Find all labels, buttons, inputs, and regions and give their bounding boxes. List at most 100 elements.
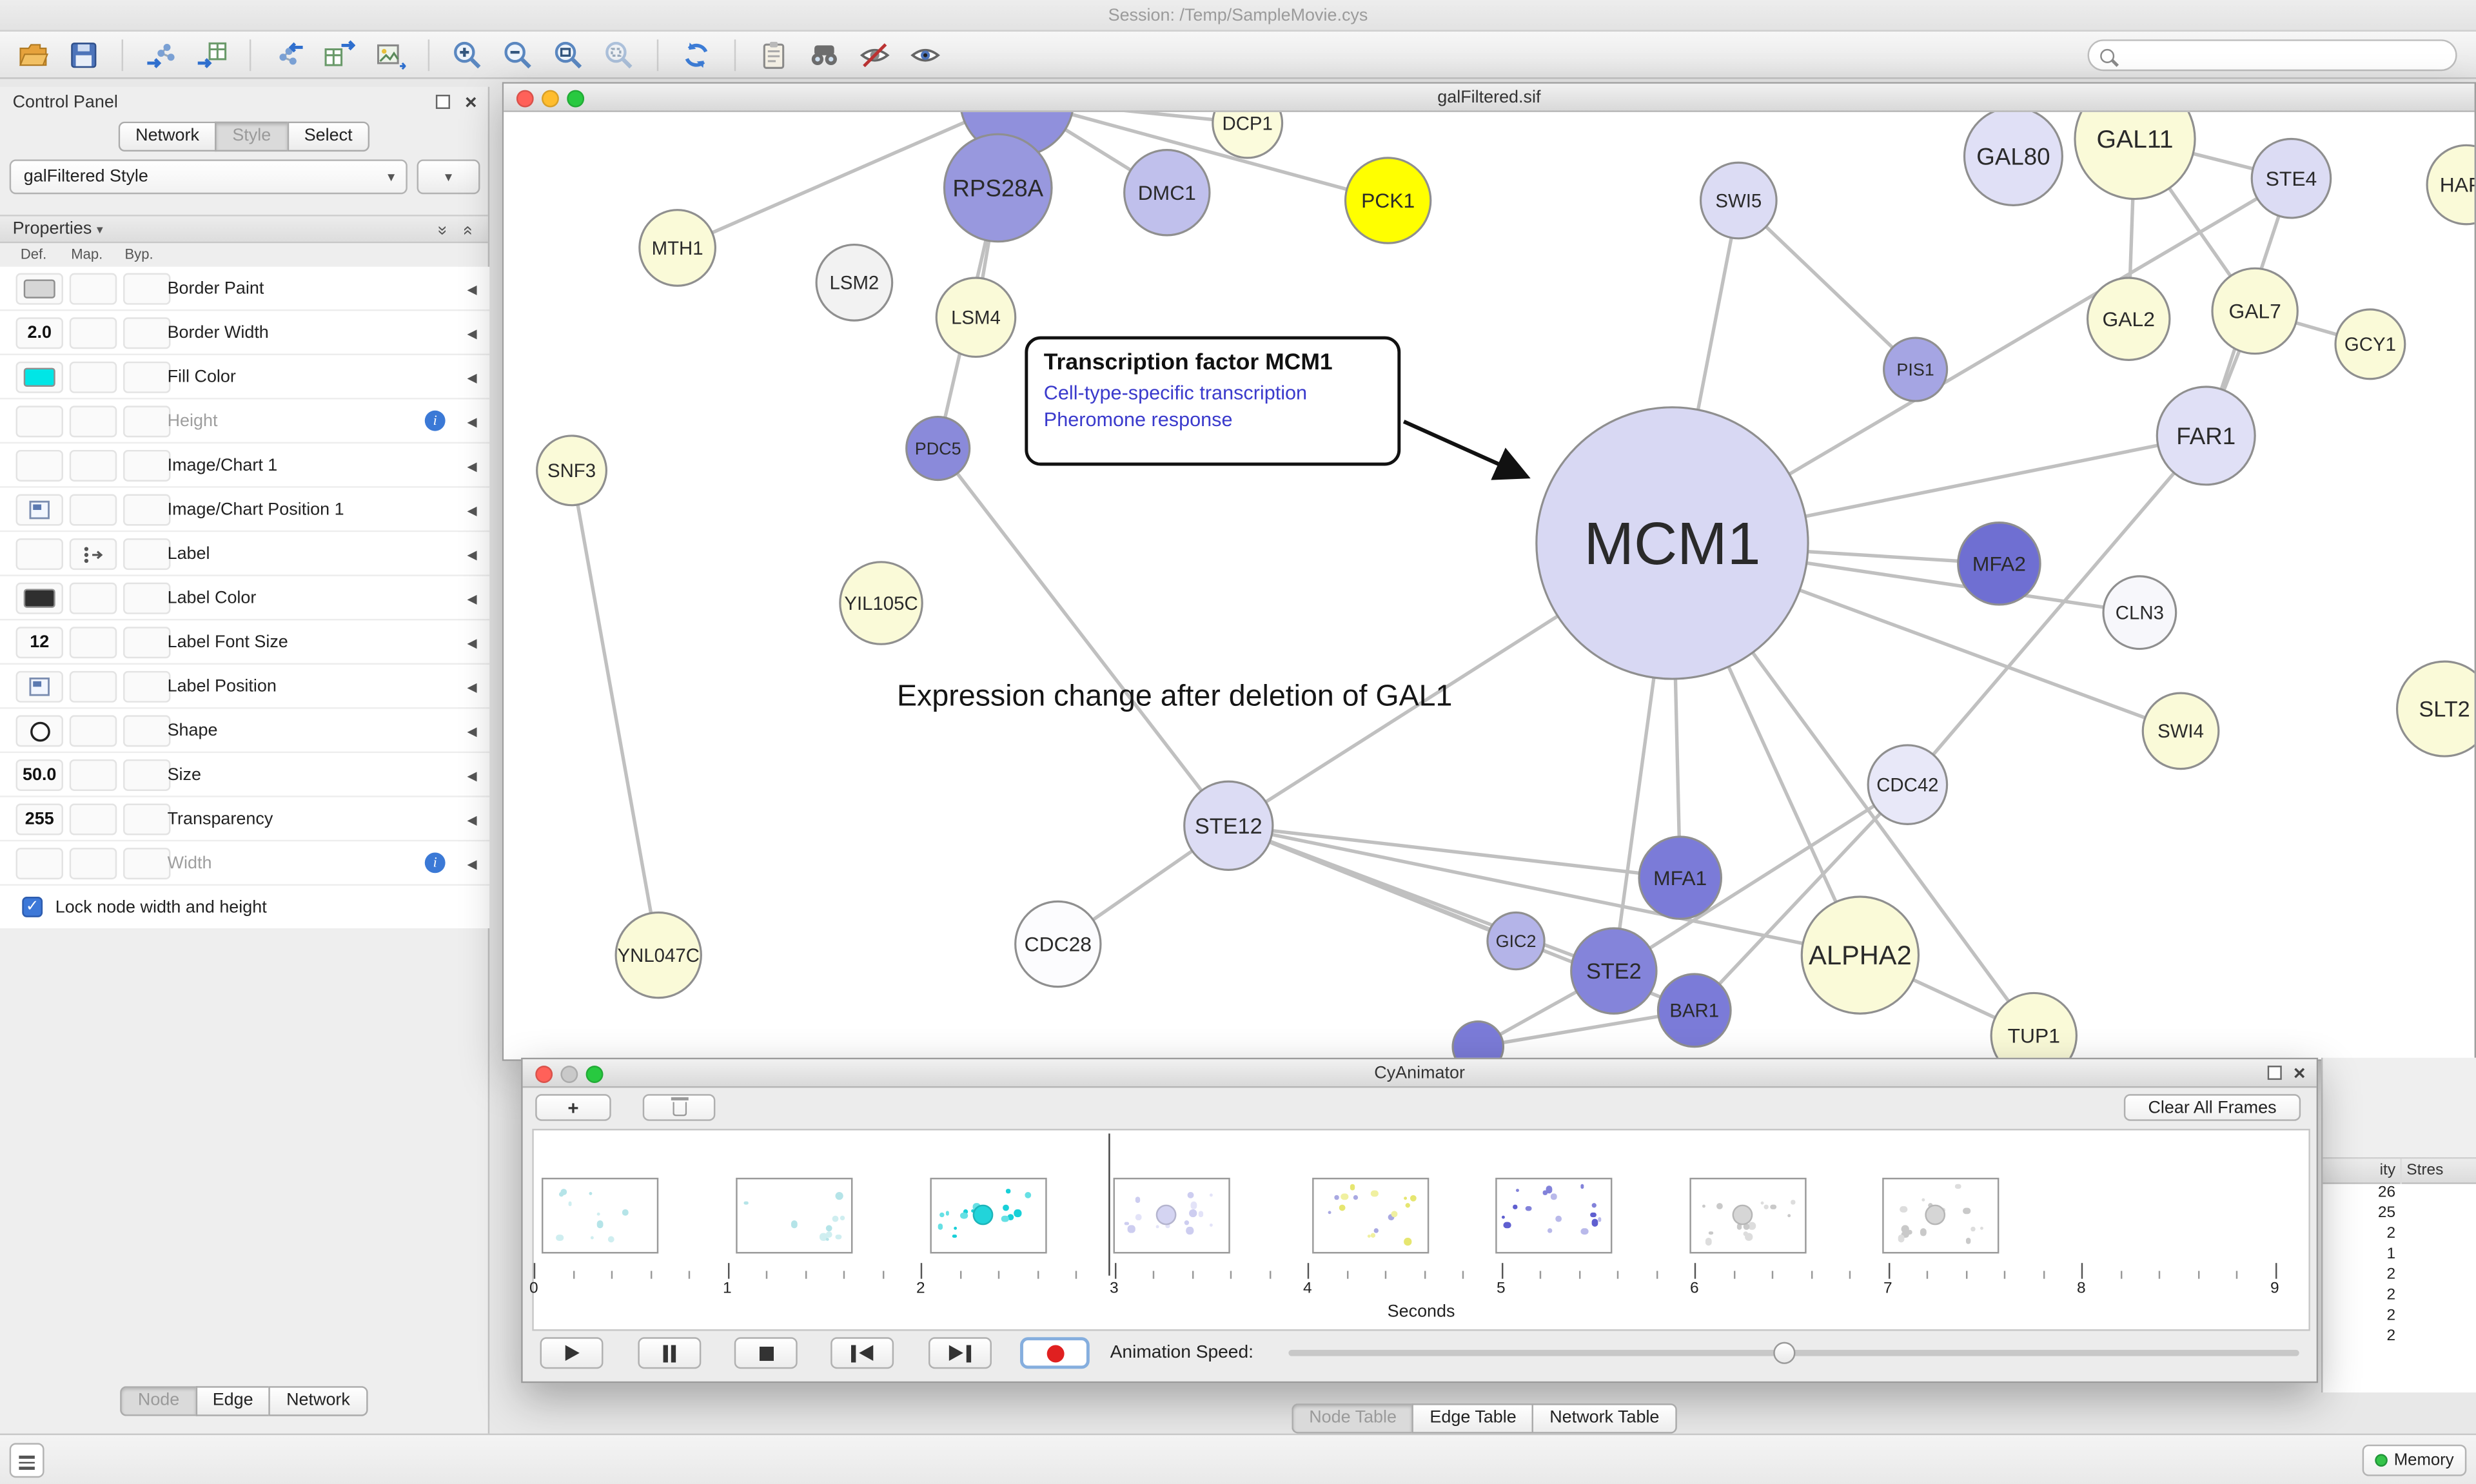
expand-row-icon[interactable]: ◀	[467, 680, 477, 695]
properties-header[interactable]: Properties ▾ » »	[0, 215, 488, 244]
node-CDC42[interactable]	[1867, 744, 1949, 825]
property-row-label[interactable]: Label◀	[0, 532, 490, 576]
table-column-header[interactable]: Stres	[2406, 1162, 2444, 1180]
expand-row-icon[interactable]: ◀	[467, 547, 477, 562]
property-def-cell[interactable]: 12	[15, 627, 63, 659]
tab-select[interactable]: Select	[286, 121, 370, 152]
frame-thumbnail-4[interactable]	[1312, 1177, 1430, 1254]
network-window-titlebar[interactable]: galFiltered.sif	[504, 83, 2475, 112]
memory-button[interactable]: Memory	[2362, 1444, 2467, 1476]
table-row[interactable]: 1	[2323, 1245, 2476, 1266]
pause-button[interactable]	[638, 1337, 702, 1369]
property-map-cell[interactable]	[69, 405, 117, 438]
ui-settings-button[interactable]	[9, 1443, 44, 1478]
property-row-fill-color[interactable]: Fill Color◀	[0, 355, 490, 400]
node-DMC1[interactable]	[1123, 149, 1211, 237]
table-tab-node-table[interactable]: Node Table	[1292, 1403, 1413, 1434]
animation-speed-slider[interactable]	[1288, 1337, 2299, 1369]
property-map-cell[interactable]	[69, 538, 117, 571]
style-options-button[interactable]: ▾	[417, 159, 480, 195]
collapse-all-icon[interactable]: »	[458, 226, 477, 236]
table-row[interactable]: 2	[2323, 1307, 2476, 1328]
node-YIL105C[interactable]	[839, 561, 923, 645]
annotation-link[interactable]: Cell-type-specific transcription	[1043, 382, 1308, 404]
zoom-traffic-light[interactable]	[567, 90, 585, 108]
close-traffic-light[interactable]	[516, 90, 534, 108]
table-tab-network-table[interactable]: Network Table	[1532, 1403, 1677, 1434]
import-table-button[interactable]	[191, 34, 232, 75]
float-window-icon[interactable]	[2267, 1066, 2282, 1080]
property-def-cell[interactable]	[15, 273, 63, 305]
property-byp-cell[interactable]	[123, 715, 171, 747]
node-MTH1[interactable]	[638, 209, 716, 287]
expand-row-icon[interactable]: ◀	[467, 857, 477, 872]
style-target-tab-edge[interactable]: Edge	[195, 1386, 270, 1416]
node-CLN3[interactable]	[2102, 575, 2177, 650]
skip-forward-button[interactable]	[928, 1337, 992, 1369]
frame-thumbnail-7[interactable]	[1882, 1177, 1999, 1254]
edge-CDC42-FAR1[interactable]	[1906, 434, 2208, 786]
open-session-button[interactable]	[13, 34, 54, 75]
close-panel-icon[interactable]: ×	[464, 90, 477, 114]
hide-details-button[interactable]	[854, 34, 896, 75]
info-icon[interactable]: i	[424, 410, 446, 431]
node-X1[interactable]	[1451, 1020, 1505, 1060]
node-PIS1[interactable]	[1883, 337, 1949, 402]
edge-CDC42-STE2[interactable]	[1613, 783, 1909, 973]
property-def-cell[interactable]: 2.0	[15, 317, 63, 349]
table-tab-edge-table[interactable]: Edge Table	[1412, 1403, 1533, 1434]
node-TUP1[interactable]	[1990, 991, 2078, 1060]
style-selector[interactable]: galFiltered Style ▾	[9, 159, 408, 195]
edge-PIS1-SWI5[interactable]	[1737, 199, 1917, 371]
node-PCK1[interactable]	[1344, 157, 1432, 244]
node-GCY1[interactable]	[2334, 308, 2406, 380]
property-byp-cell[interactable]	[123, 759, 171, 791]
info-icon[interactable]: i	[424, 852, 446, 874]
property-row-image-chart-position-1[interactable]: Image/Chart Position 1◀	[0, 487, 490, 532]
property-byp-cell[interactable]	[123, 449, 171, 482]
edge-CDC42-BAR1[interactable]	[1693, 783, 1909, 1012]
node-GAL11[interactable]	[2074, 112, 2196, 200]
property-def-cell[interactable]	[15, 405, 63, 438]
expand-row-icon[interactable]: ◀	[467, 326, 477, 341]
node-DCP1[interactable]	[1212, 112, 1284, 159]
snapshot-button[interactable]	[753, 34, 794, 75]
edge-RPS28B-PCK1[interactable]	[1017, 112, 1389, 202]
node-LSM2[interactable]	[815, 243, 894, 322]
export-table-button[interactable]	[319, 34, 360, 75]
lock-size-row[interactable]: ✓ Lock node width and height	[0, 885, 490, 928]
expand-row-icon[interactable]: ◀	[467, 503, 477, 518]
property-map-cell[interactable]	[69, 759, 117, 791]
zoom-traffic-light[interactable]	[585, 1066, 604, 1083]
birdseye-button[interactable]	[804, 34, 845, 75]
node-MFA1[interactable]	[1638, 835, 1722, 920]
property-map-cell[interactable]	[69, 848, 117, 880]
property-def-cell[interactable]	[15, 582, 63, 614]
edge-STE12-MFA1[interactable]	[1228, 824, 1681, 880]
property-row-label-color[interactable]: Label Color◀	[0, 576, 490, 621]
node-YNL047C[interactable]	[614, 911, 702, 999]
property-map-cell[interactable]	[69, 670, 117, 703]
property-row-image-chart-1[interactable]: Image/Chart 1◀	[0, 444, 490, 488]
play-button[interactable]	[540, 1337, 604, 1369]
style-target-tab-network[interactable]: Network	[269, 1386, 368, 1416]
frame-thumbnail-1[interactable]	[736, 1177, 853, 1254]
stop-button[interactable]	[734, 1337, 798, 1369]
checkbox-checked-icon[interactable]: ✓	[22, 897, 43, 917]
zoom-out-button[interactable]	[497, 34, 538, 75]
node-CDC28[interactable]	[1014, 900, 1102, 988]
node-STE4[interactable]	[2250, 137, 2332, 219]
property-map-cell[interactable]	[69, 715, 117, 747]
node-FAR1[interactable]	[2156, 386, 2256, 486]
property-map-cell[interactable]	[69, 361, 117, 393]
table-row[interactable]: 2	[2323, 1328, 2476, 1349]
import-network-button[interactable]	[141, 34, 182, 75]
frame-thumbnail-6[interactable]	[1689, 1177, 1807, 1254]
property-map-cell[interactable]	[69, 803, 117, 835]
property-def-cell[interactable]	[15, 670, 63, 703]
expand-row-icon[interactable]: ◀	[467, 768, 477, 783]
